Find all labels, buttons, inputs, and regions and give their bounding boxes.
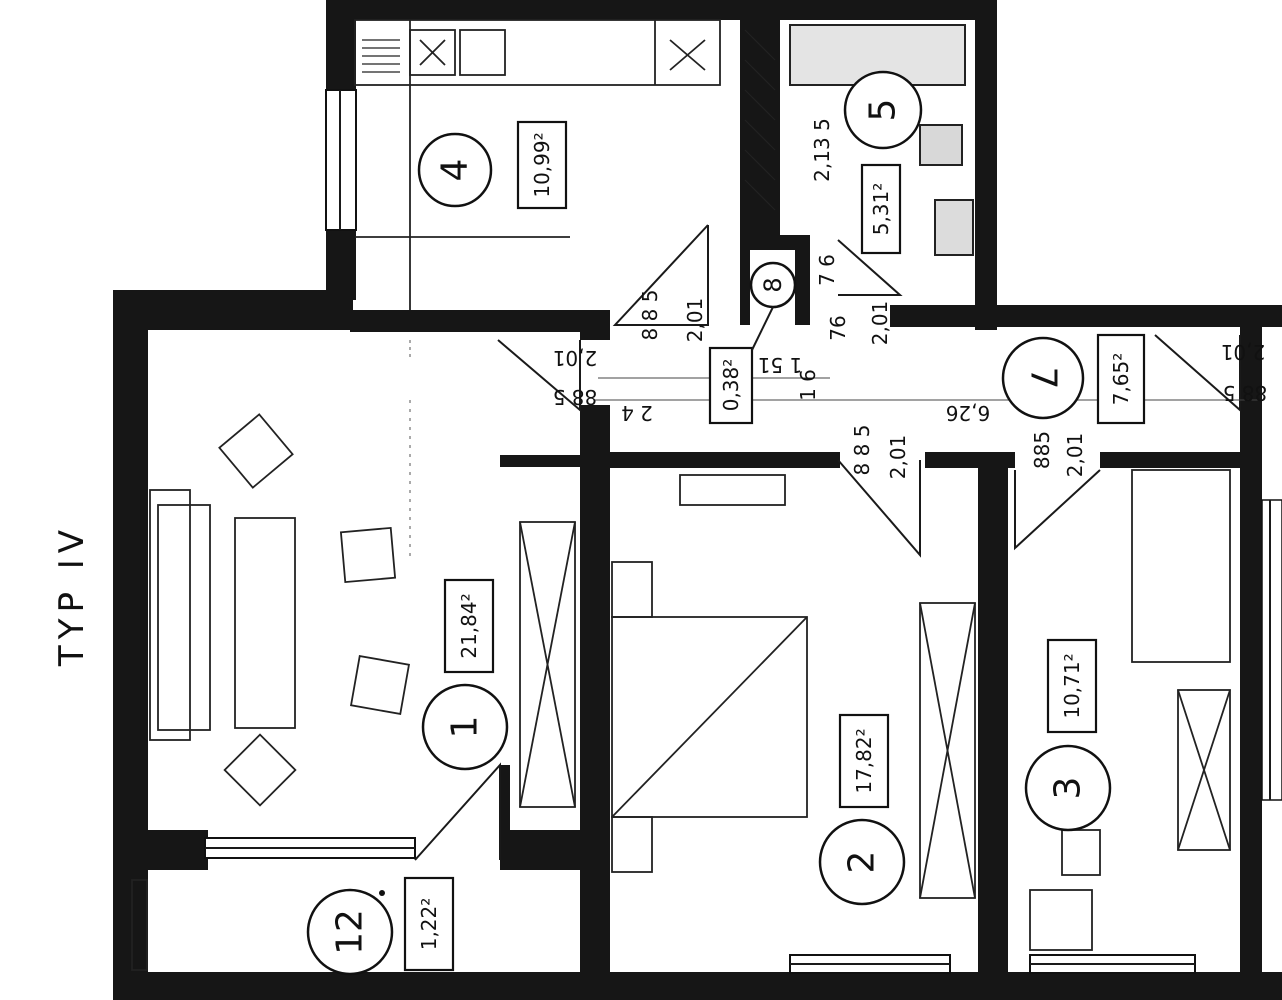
room-labels: 4 10,99² 5 5,31² 8 0,38² 7 7,65² [306,70,1146,976]
dim-bath-door-a: 7 6 [815,254,839,286]
plan-type-label: TYP IV [52,524,92,667]
room-8-area: 0,38² [719,359,743,412]
door-swings [414,224,1241,861]
dim-room3-door-height: 885 [1030,431,1054,469]
room-3-label: 3 10,71² [1024,638,1112,832]
dim-right-door-width: 2,01 [1221,340,1266,364]
room-2-area: 17,82² [852,728,876,793]
room-5-label: 5 5,31² [843,70,923,255]
dim-bath-door-b: 76 [826,315,850,340]
room-4-label: 4 10,99² [417,120,568,210]
dimension-labels: 8 8 5 2,01 2,13 5 7 6 76 2,01 2,01 88 5 … [553,118,1268,479]
room-1-area: 21,84² [457,593,481,658]
dim-kitchen-door-height: 8 8 5 [638,290,662,341]
dim-kitchen-door-width: 2,01 [683,298,707,343]
dim-corridor-a: 2 4 [621,401,653,425]
room-1-number: 1 [445,716,486,739]
room-4-area: 10,99² [530,132,554,197]
dim-corridor-b: 1 51 [758,353,803,377]
windows [204,89,1282,974]
walls [113,0,1282,1000]
dim-bedroom-door-width: 2,01 [886,435,910,480]
room-8-label: 8 0,38² [708,261,797,425]
dim-bath-door-width: 2,01 [868,301,892,346]
dim-living-door-width: 2,01 [553,346,598,370]
dim-bedroom-door-height: 8 8 5 [850,425,874,476]
room-7-number: 7 [1023,367,1064,390]
room-2-label: 2 17,82² [818,713,906,906]
chimney-hatch [744,29,776,211]
dim-room3-door-width: 2,01 [1063,433,1087,478]
room-2-number: 2 [842,851,883,874]
room-8-number: 8 [759,277,787,292]
room-4-number: 4 [435,159,476,182]
dim-corridor-c: 1 6 [796,369,820,401]
room-12-number: 12 [330,909,371,955]
dim-corridor-length: 6,26 [946,401,991,425]
room-12-label: 12 1,22² [306,876,455,976]
room-12-area: 1,22² [417,898,441,951]
room-3-area: 10,71² [1060,653,1084,718]
room-1-label: 1 21,84² [421,578,509,771]
room-5-area: 5,31² [869,183,893,236]
dim-living-door-height: 88 5 [553,385,598,409]
dim-right-door-height: 88 5 [1223,381,1268,405]
room-7-area: 7,65² [1109,353,1133,406]
room-3-number: 3 [1048,777,1089,800]
room-5-number: 5 [863,99,904,122]
dim-bath-length: 2,13 5 [810,118,834,182]
room-7-label: 7 7,65² [1001,333,1146,425]
